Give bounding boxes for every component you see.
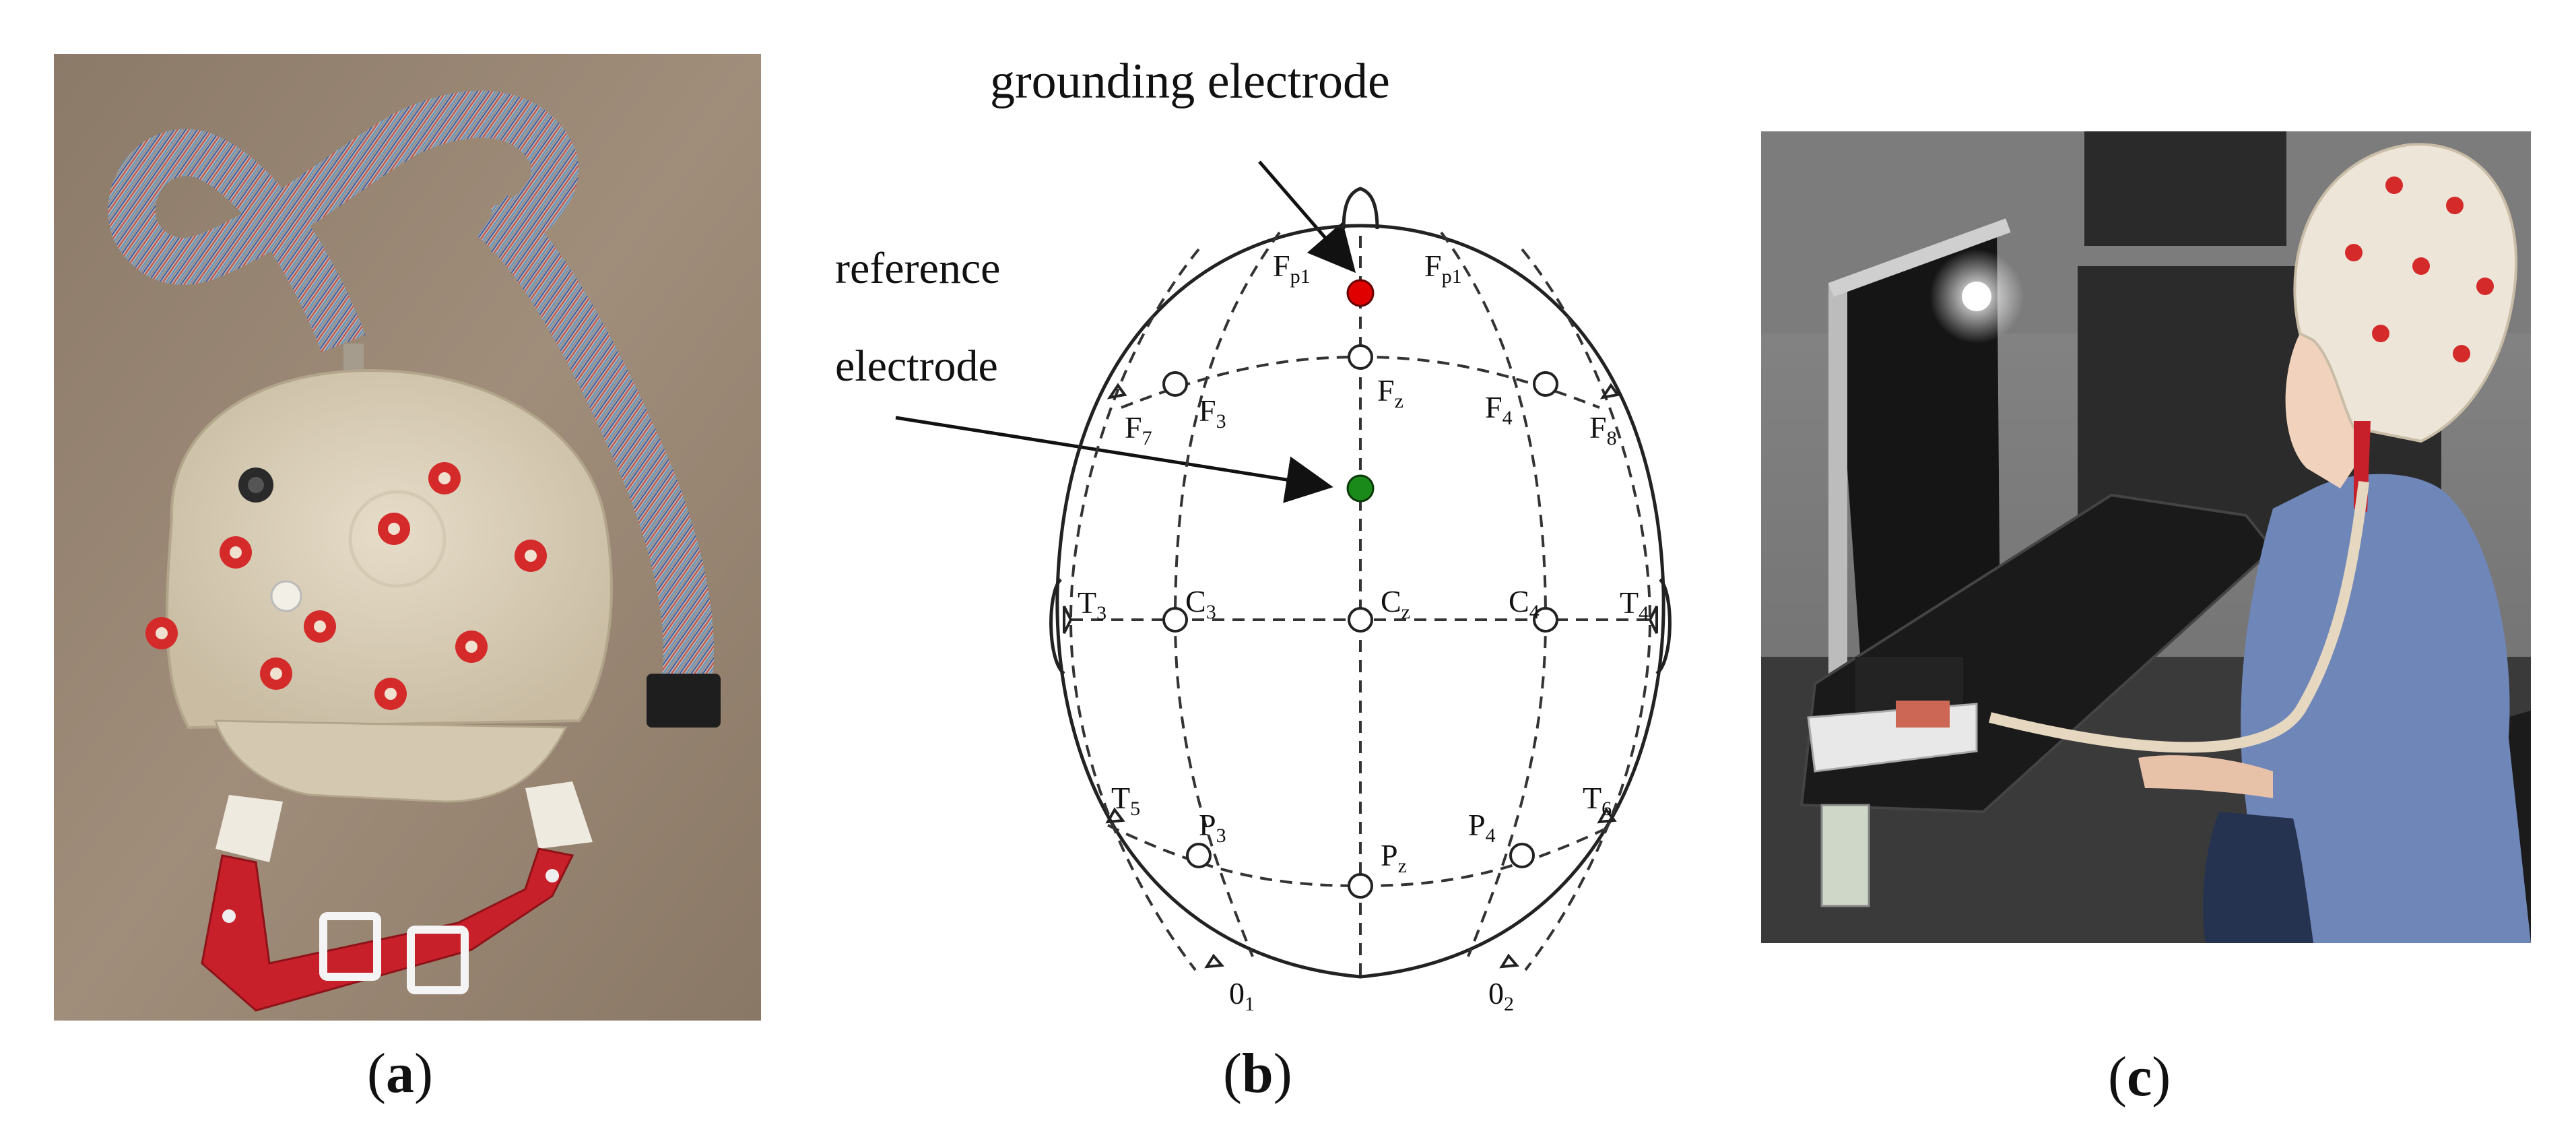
subject-illustration: [1761, 131, 2531, 943]
cap-lower-band: [213, 719, 568, 803]
label-fp2: Fp1: [1424, 249, 1462, 288]
strap-snap-left: [222, 909, 236, 923]
electrode-grid-lines: [1069, 231, 1652, 977]
electrode-p3: [1186, 843, 1212, 868]
reference-label-line1: reference: [835, 244, 1000, 293]
electrode-c4: [1533, 607, 1558, 633]
label-c4: C4: [1509, 584, 1540, 623]
label-fp1: Fp1: [1273, 249, 1311, 288]
subject-cap-electrodes: [2345, 176, 2494, 362]
subject-eeg-cap: [2293, 143, 2518, 443]
strap-snap-right: [546, 869, 559, 882]
label-cz: Cz: [1381, 584, 1410, 623]
strap-buckle-1: [319, 912, 381, 981]
label-o1: 01: [1229, 976, 1255, 1015]
label-p4: P4: [1468, 808, 1496, 847]
label-t3: T3: [1078, 585, 1107, 624]
cap-body: [165, 368, 613, 730]
label-t5: T5: [1111, 781, 1140, 820]
screen-frame-top: [1828, 218, 2011, 297]
screen-frame-left: [1828, 283, 1847, 687]
caption-a: (a): [367, 1042, 433, 1105]
electrode-f3: [1162, 371, 1188, 397]
label-fz: Fz: [1377, 373, 1403, 412]
hands: [2138, 755, 2273, 798]
eeg-cap-illustration: [54, 54, 761, 1021]
power-unit: [1820, 804, 1870, 907]
label-f3: F3: [1199, 393, 1226, 432]
label-t6: T6: [1583, 781, 1612, 820]
chin-strap: [201, 847, 574, 1012]
subject-photo: [1761, 131, 2531, 943]
grounding-electrode-label: grounding electrode: [990, 54, 1390, 109]
legs: [2203, 812, 2313, 943]
strap-buckle-2: [407, 926, 469, 994]
label-f8: F8: [1589, 410, 1617, 449]
sweater: [2241, 474, 2531, 943]
electrode-nodes: [1162, 344, 1558, 899]
label-o2: 02: [1488, 976, 1514, 1015]
electrode-fz: [1348, 344, 1373, 370]
grounding-arrow: [1258, 160, 1356, 273]
cable-connector: [647, 674, 721, 728]
led-light-core: [1962, 282, 1991, 311]
edge-electrode-markers: [1063, 383, 1658, 969]
reference-electrode: [1346, 474, 1375, 503]
electrode-cz: [1348, 607, 1373, 633]
grounding-electrode: [1346, 279, 1375, 307]
chin-tab-left: [216, 795, 283, 862]
label-t4: T4: [1620, 585, 1649, 624]
electrode-p4: [1509, 843, 1535, 868]
label-c3: C3: [1185, 584, 1216, 623]
caption-b: (b): [1223, 1042, 1292, 1105]
electrode-c3: [1162, 607, 1188, 633]
face: [2285, 333, 2367, 488]
eeg-cap-photo: [54, 54, 761, 1021]
ribbon-cable-right: [475, 195, 714, 684]
reference-arrow: [895, 416, 1333, 503]
head-map-svg: grounding electrode reference electrode: [835, 54, 1672, 1015]
electrode-placement-diagram: grounding electrode reference electrode: [795, 40, 1724, 1037]
amplifier-connector: [1896, 701, 1950, 728]
label-f7: F7: [1125, 410, 1152, 449]
electrode-pz: [1348, 873, 1373, 899]
electrode-labels: Fp1 Fp1 F7 F3 Fz F4 F8 T3 C3 Cz C4 T4 T5…: [1078, 249, 1649, 1015]
label-f4: F4: [1485, 390, 1513, 429]
head-outline: [1049, 187, 1672, 979]
reference-label-line2: electrode: [835, 342, 998, 391]
background-monitor: [2084, 131, 2286, 246]
subject-cable: [1989, 481, 2369, 753]
caption-c: (c): [2108, 1045, 2171, 1108]
cap-electrodes: [145, 462, 547, 710]
stimulus-screen: [1835, 226, 2000, 684]
ribbon-cable-upper: [108, 90, 579, 352]
label-p3: P3: [1199, 808, 1226, 847]
chin-tab-right: [525, 781, 593, 849]
label-pz: Pz: [1381, 838, 1407, 877]
electrode-f4: [1533, 371, 1558, 397]
